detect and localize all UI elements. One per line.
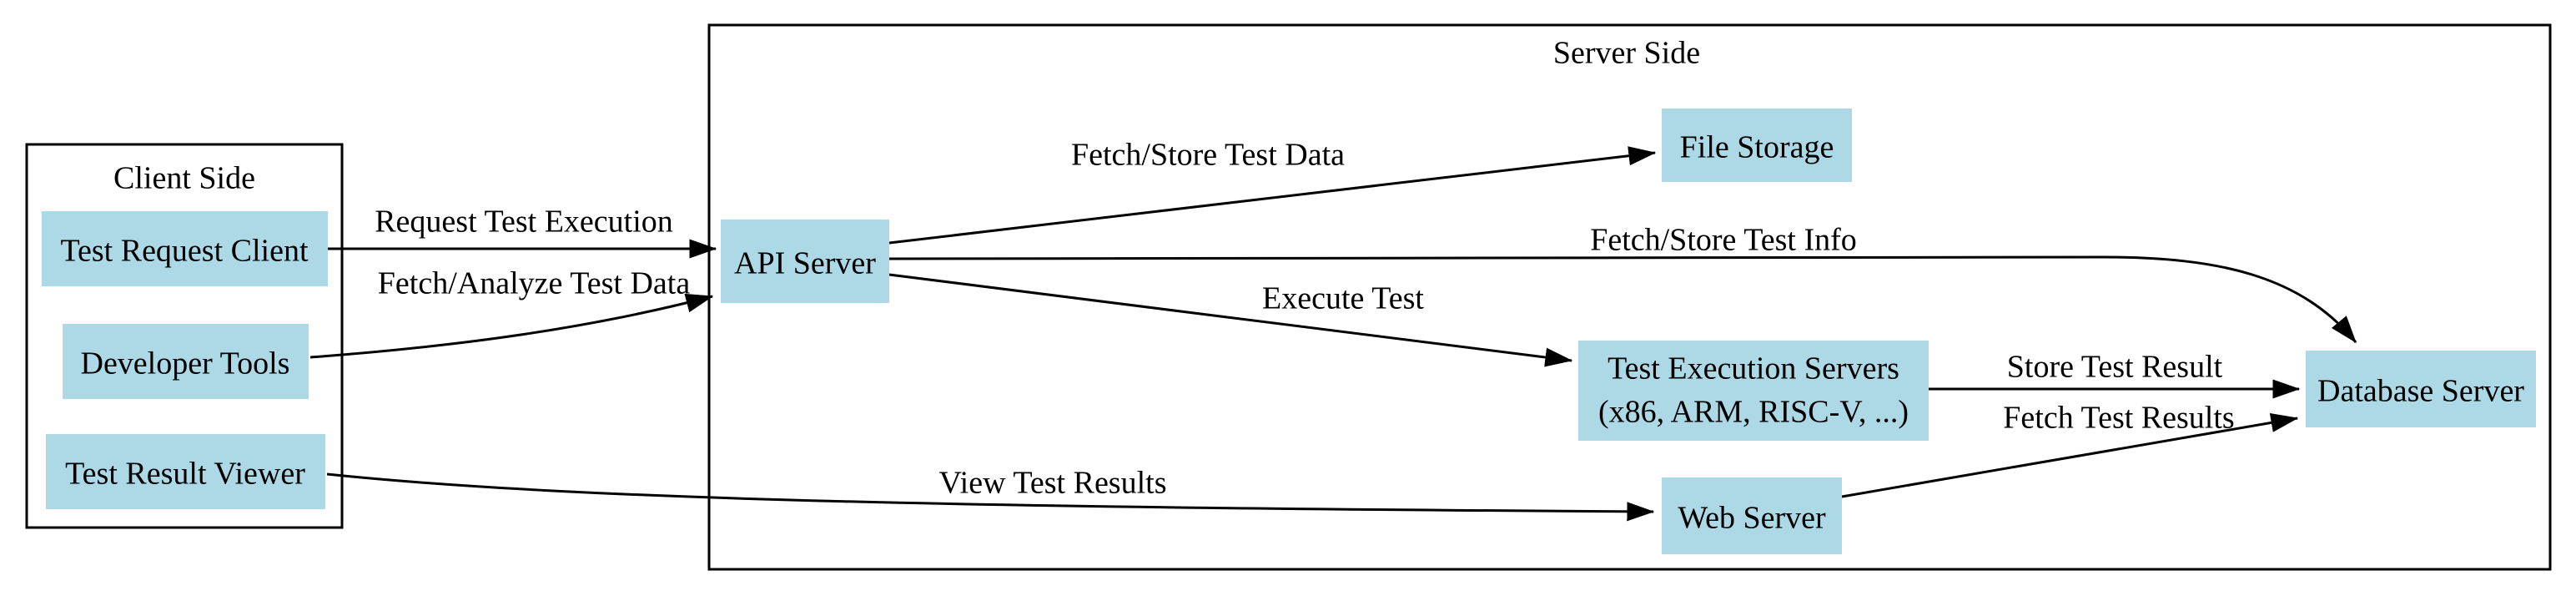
node-test-execution-servers-label-line2: (x86, ARM, RISC-V, ...) (1598, 394, 1909, 429)
edge-label-store-test-result: Store Test Result (2007, 349, 2223, 384)
node-database-server-label: Database Server (2317, 373, 2524, 408)
edge-fetch-store-test-info (888, 255, 2357, 344)
node-database-server (2306, 351, 2536, 427)
node-api-server (721, 220, 889, 303)
edge-fetch-store-test-data (888, 146, 1657, 245)
node-file-storage (1662, 109, 1852, 182)
node-developer-tools-label: Developer Tools (81, 346, 290, 381)
cluster-client-side-title: Client Side (113, 160, 255, 195)
edge-label-fetch-store-test-data: Fetch/Store Test Data (1071, 137, 1345, 172)
edge-view-test-results (326, 472, 1655, 522)
node-test-request-client-label: Test Request Client (60, 233, 309, 268)
node-api-server-label: API Server (734, 245, 876, 280)
cluster-server-side-title: Server Side (1553, 35, 1700, 70)
edge-label-view-test-results: View Test Results (938, 465, 1166, 500)
node-test-result-viewer (46, 434, 325, 509)
node-test-execution-servers (1578, 341, 1929, 441)
edge-label-fetch-analyze-test-data: Fetch/Analyze Test Data (378, 265, 691, 301)
edge-label-execute-test: Execute Test (1262, 280, 1424, 316)
node-web-server (1662, 477, 1842, 554)
node-test-result-viewer-label: Test Result Viewer (65, 456, 305, 491)
node-developer-tools (63, 324, 309, 399)
edge-label-request-test-execution: Request Test Execution (375, 204, 673, 239)
edge-fetch-test-results (1841, 412, 2299, 498)
node-test-request-client (42, 211, 328, 286)
edge-label-fetch-store-test-info: Fetch/Store Test Info (1590, 222, 1857, 257)
edge-label-fetch-test-results: Fetch Test Results (2003, 400, 2234, 435)
node-file-storage-label: File Storage (1680, 129, 1834, 164)
edge-execute-test (888, 273, 1573, 367)
node-test-execution-servers-label-line1: Test Execution Servers (1607, 351, 1899, 386)
cluster-server-side (707, 23, 2552, 571)
node-web-server-label: Web Server (1678, 500, 1826, 535)
edge-fetch-analyze-test-data (309, 293, 714, 359)
